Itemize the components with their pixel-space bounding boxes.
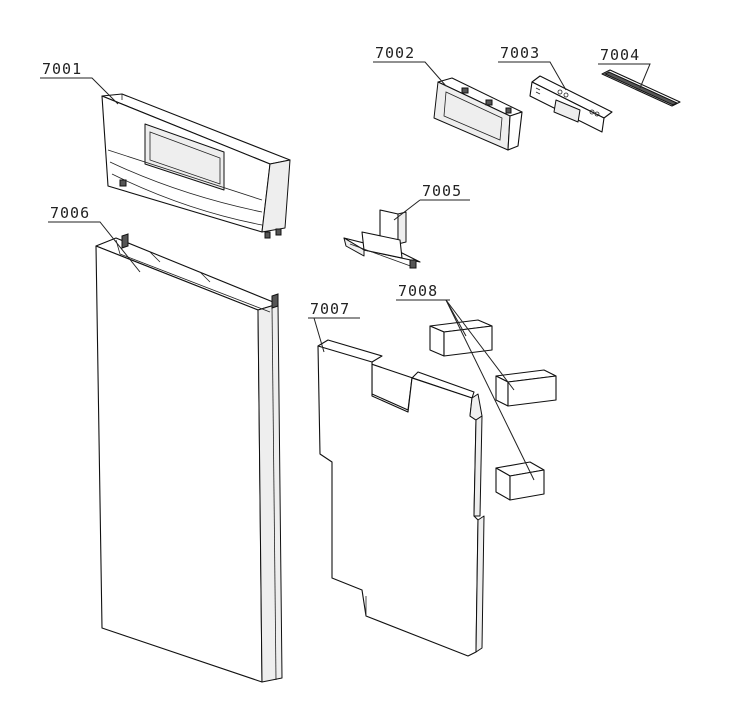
part-7008-foam-block-2 [495, 369, 557, 407]
callout-label-7006: 7006 [50, 204, 90, 222]
part-7006-outer-door-panel [95, 233, 283, 683]
part-7002-display-frame [433, 77, 523, 151]
callout-7007: 7007 [308, 300, 360, 353]
callout-7002: 7002 [373, 44, 447, 87]
part-7008-foam-block-1 [429, 319, 493, 357]
part-7004-light-strip [601, 69, 681, 107]
callout-label-7007: 7007 [310, 300, 350, 318]
callout-label-7001: 7001 [42, 60, 82, 78]
callout-7006: 7006 [48, 204, 141, 273]
callout-7001: 7001 [40, 60, 119, 105]
part-7008-foam-block-3 [495, 461, 545, 501]
callout-label-7005: 7005 [422, 182, 462, 200]
callout-7004: 7004 [598, 46, 651, 89]
callout-label-7002: 7002 [375, 44, 415, 62]
callout-7008: 7008 [396, 282, 535, 481]
callout-7005: 7005 [393, 182, 470, 221]
part-7003-pcb-board [529, 75, 613, 133]
part-7007-insulation-sheet [317, 339, 485, 657]
callout-7003: 7003 [498, 44, 567, 91]
callout-label-7004: 7004 [600, 46, 640, 64]
part-7001-control-panel [101, 93, 291, 239]
callout-label-7003: 7003 [500, 44, 540, 62]
callout-label-7008: 7008 [398, 282, 438, 300]
part-7005-door-latch [343, 209, 421, 269]
